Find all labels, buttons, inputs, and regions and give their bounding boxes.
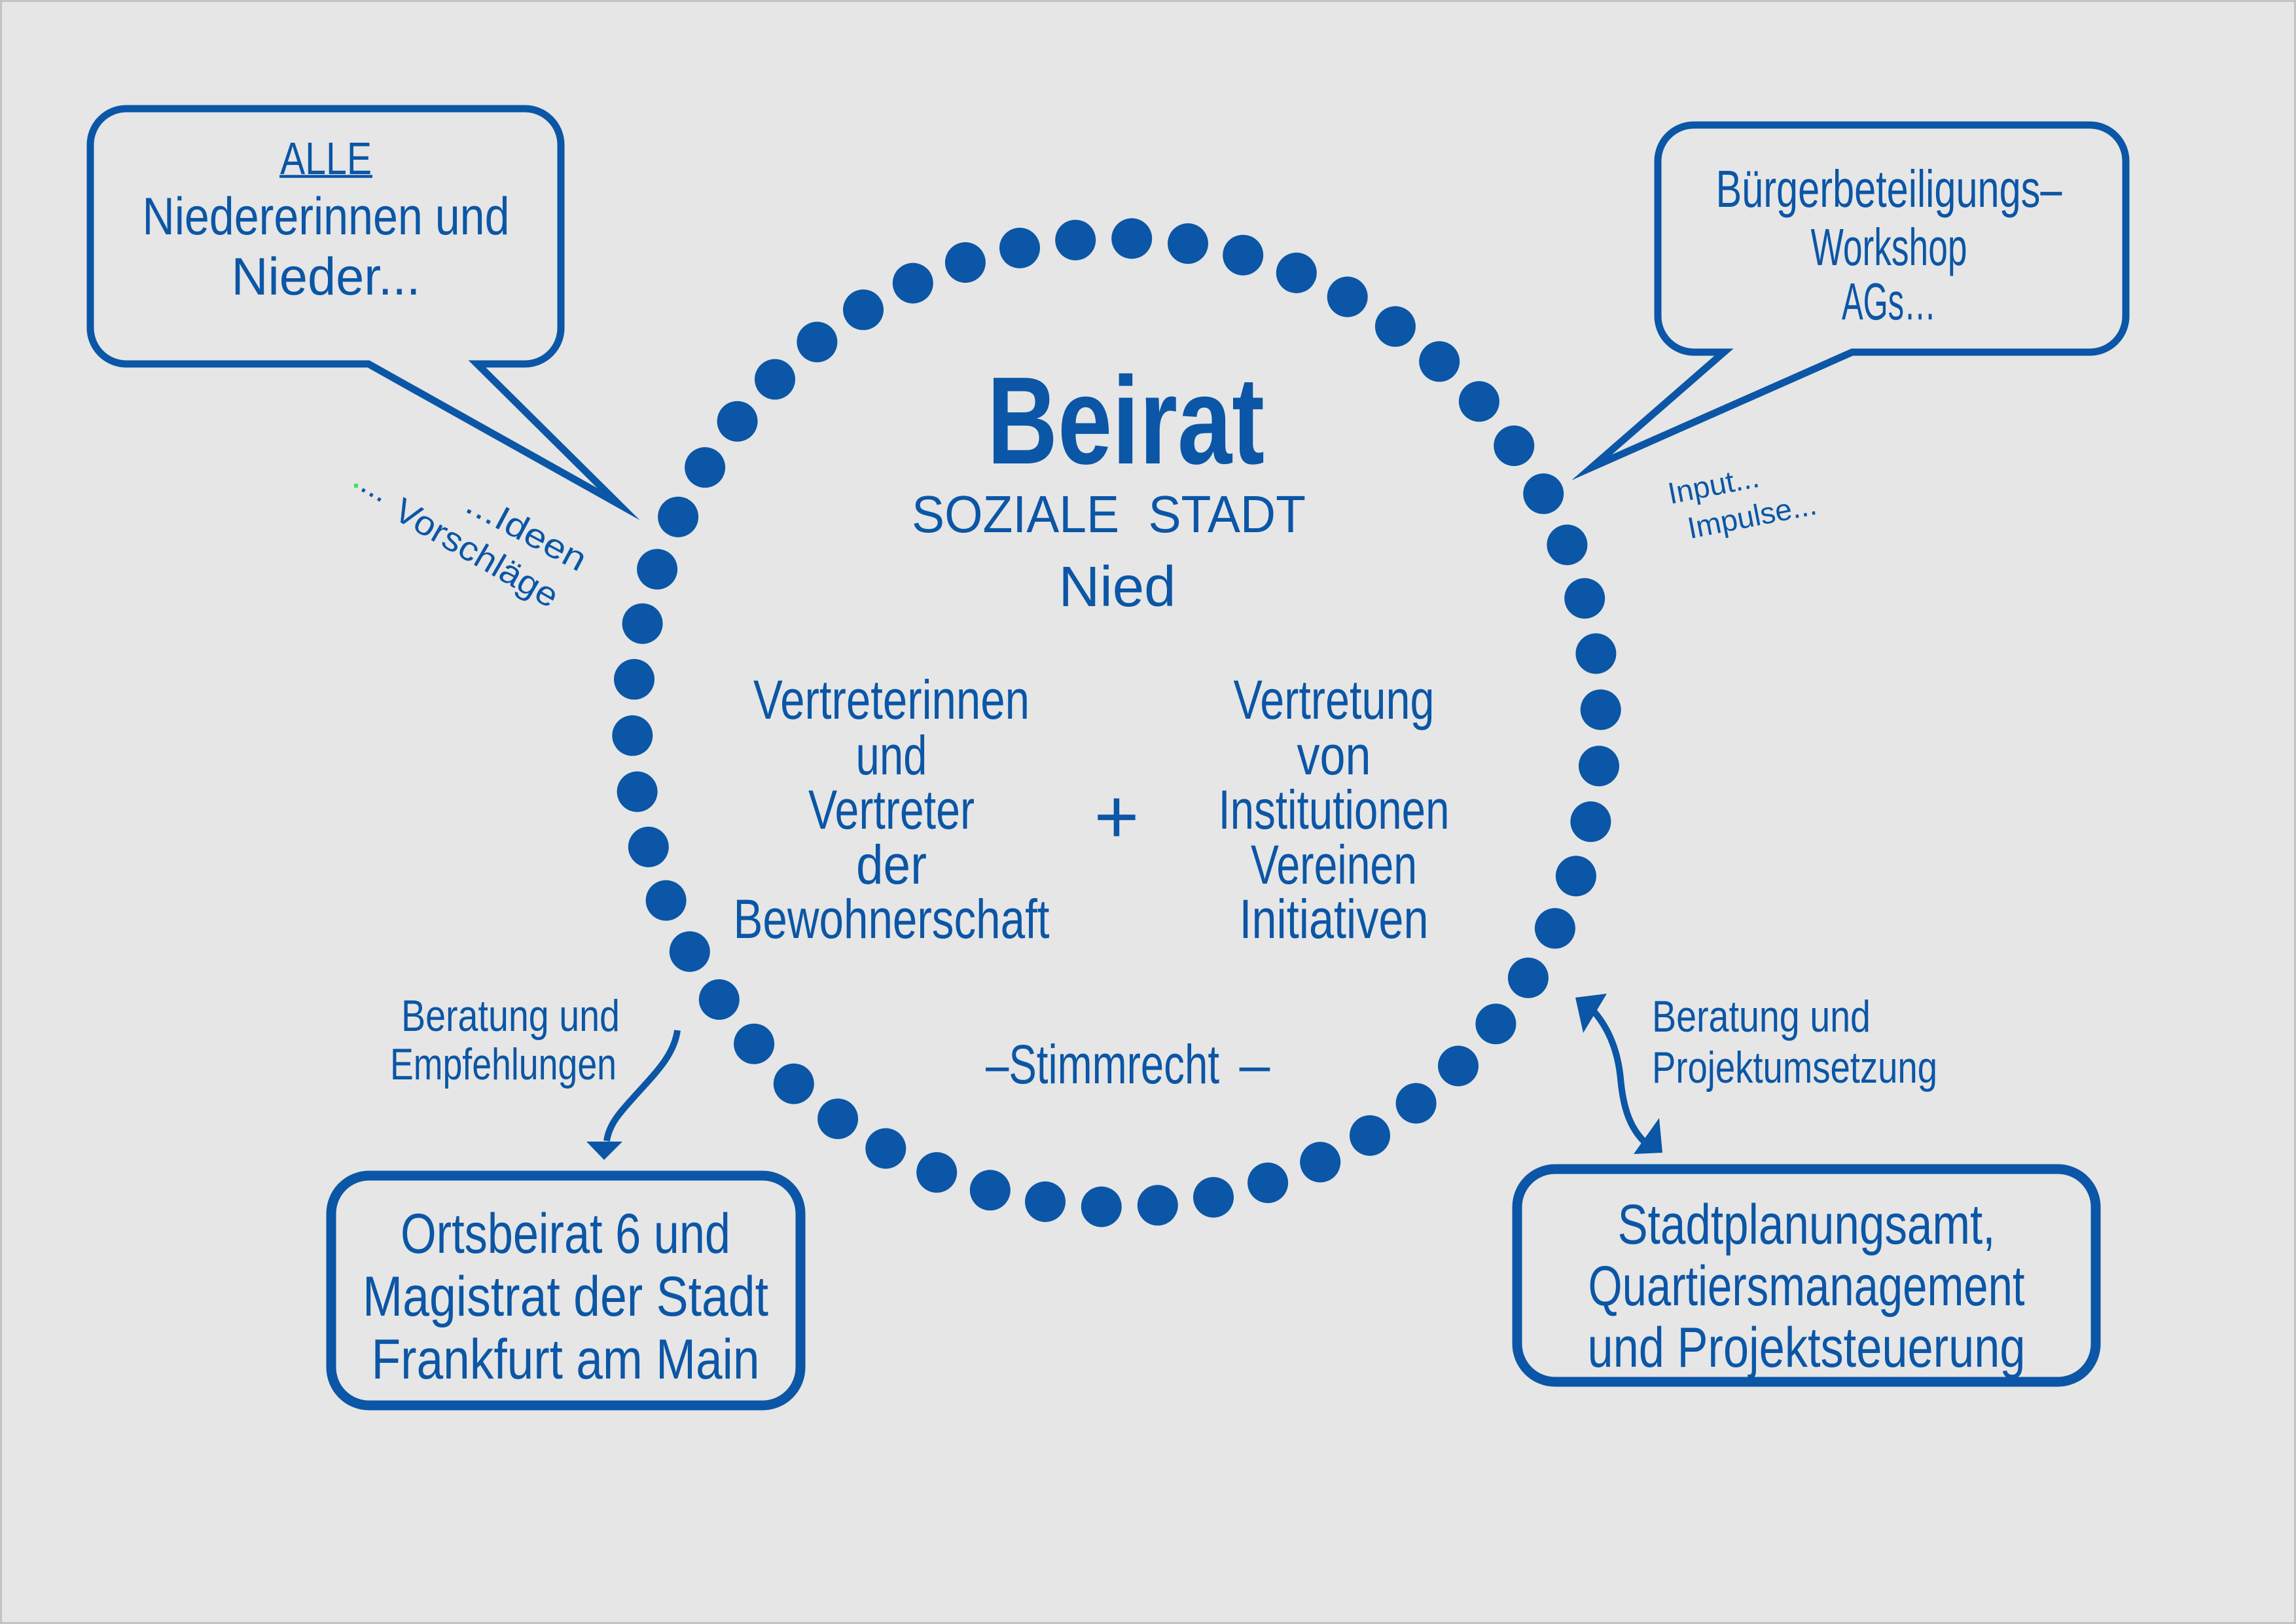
svg-text:AGs…: AGs… <box>1842 272 1936 331</box>
svg-text:Niedererinnen und: Niedererinnen und <box>143 187 510 246</box>
svg-text:Empfehlungen: Empfehlungen <box>390 1039 617 1089</box>
svg-text:Beratung und: Beratung und <box>1652 992 1871 1041</box>
svg-text:Vertretung: Vertretung <box>1234 669 1435 731</box>
svg-text:und: und <box>856 725 927 786</box>
svg-text:der: der <box>856 834 927 895</box>
svg-text:Beirat: Beirat <box>987 352 1265 490</box>
svg-text:–: – <box>1240 1034 1270 1095</box>
svg-text:und Projektsteuerung: und Projektsteuerung <box>1588 1316 2026 1379</box>
svg-text:Stadtplanungsamt,: Stadtplanungsamt, <box>1618 1193 1996 1256</box>
svg-text:–Stimmrecht: –Stimmrecht <box>986 1034 1219 1095</box>
svg-text:Nied: Nied <box>1059 555 1176 619</box>
svg-text:SOZIALE STADT: SOZIALE STADT <box>912 485 1306 543</box>
svg-text:Vereinen: Vereinen <box>1251 834 1417 895</box>
svg-text:Bürgerbeteiligungs–: Bürgerbeteiligungs– <box>1716 160 2062 218</box>
svg-text:Vertreterinnen: Vertreterinnen <box>753 669 1030 731</box>
svg-text:Vertreter: Vertreter <box>808 779 975 840</box>
svg-text:Projektumsetzung: Projektumsetzung <box>1652 1043 1937 1092</box>
svg-text:von: von <box>1297 725 1371 786</box>
svg-text:Initiativen: Initiativen <box>1240 888 1429 950</box>
svg-text:Beratung und: Beratung und <box>401 991 620 1041</box>
svg-text:Nieder...: Nieder... <box>232 247 421 306</box>
svg-text:Bewohnerschaft: Bewohnerschaft <box>734 888 1050 950</box>
svg-text:Institutionen: Institutionen <box>1219 779 1450 840</box>
svg-text:Frankfurt am Main: Frankfurt am Main <box>372 1328 760 1391</box>
svg-text:Magistrat der Stadt: Magistrat der Stadt <box>363 1265 768 1328</box>
svg-text:Workshop: Workshop <box>1811 218 1967 276</box>
svg-text:+: + <box>1094 774 1139 860</box>
svg-text:Ortsbeirat 6 und: Ortsbeirat 6 und <box>401 1202 730 1265</box>
svg-text:Quartiersmanagement: Quartiersmanagement <box>1588 1255 2025 1318</box>
